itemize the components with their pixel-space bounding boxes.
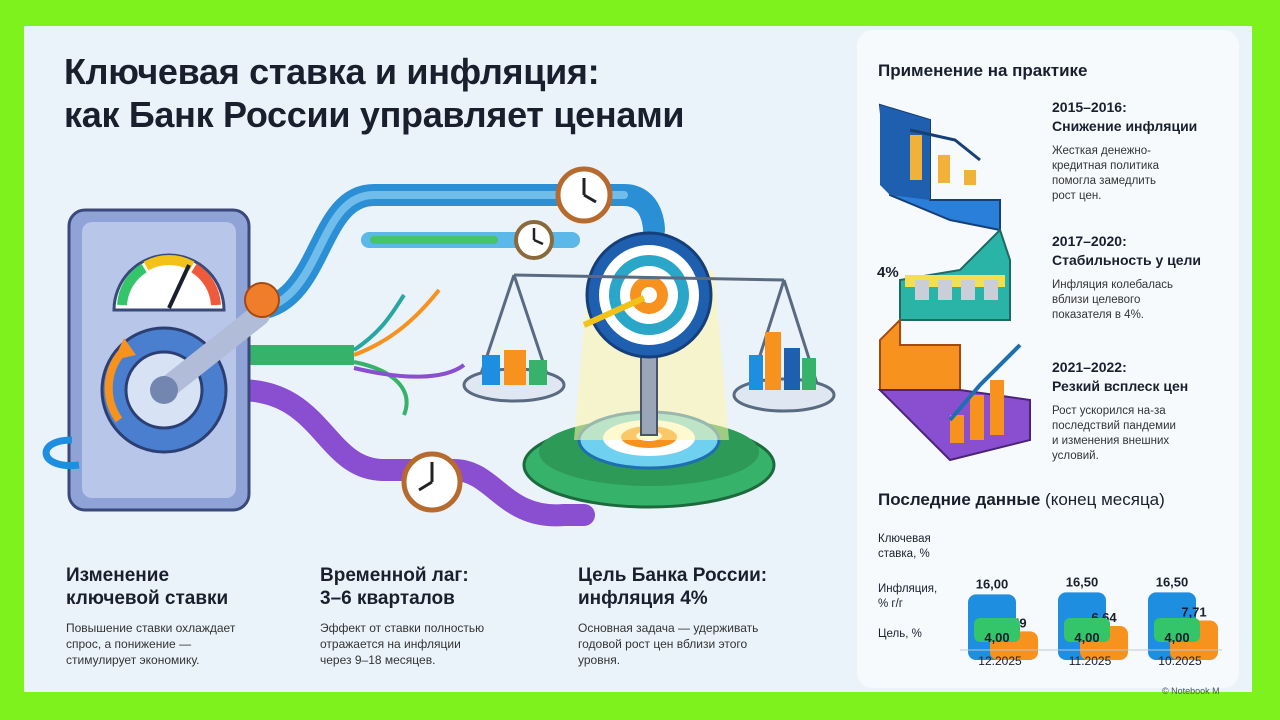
target-badge xyxy=(974,618,1020,642)
target-value-label: 4,00 xyxy=(1164,630,1189,645)
event-2017: 2017–2020: Стабильность у цели Инфляция … xyxy=(1052,232,1237,323)
clock-icon xyxy=(401,451,463,513)
target-badge xyxy=(1154,618,1200,642)
clock-icon xyxy=(514,220,554,260)
heading-line: 3–6 кварталов xyxy=(320,588,455,609)
target-icon xyxy=(582,231,713,359)
row-label-target: Цель, % xyxy=(878,628,922,640)
event-2015: 2015–2016: Снижение инфляции Жесткая ден… xyxy=(1052,98,1237,204)
caption-rate-change: Изменение ключевой ставки Повышение став… xyxy=(66,564,301,668)
heading-line: инфляция 4% xyxy=(578,588,708,609)
text-line: рост цен. xyxy=(1052,190,1102,202)
clock-icon xyxy=(555,166,613,224)
event-description: Жесткая денежно- кредитная политика помо… xyxy=(1052,144,1237,204)
event-years: 2015–2016: xyxy=(1052,99,1127,115)
caption-time-lag: Временной лаг: 3–6 кварталов Эффект от с… xyxy=(320,564,555,668)
event-description: Инфляция колебалась вблизи целевого пока… xyxy=(1052,278,1237,323)
heading-line: Временной лаг: xyxy=(320,565,469,586)
text-line: Повышение ставки охлаждает xyxy=(66,621,236,635)
heading-line: ключевой ставки xyxy=(66,588,229,609)
latest-data-chart: 16,005,594,0012.202516,506,644,0011.2025… xyxy=(960,574,1222,668)
text-line: Основная задача — удерживать xyxy=(578,621,759,635)
title-line-2: как Банк России управляет ценами xyxy=(64,94,685,135)
caption-heading: Цель Банка России: инфляция 4% xyxy=(578,564,813,610)
caption-text: Основная задача — удерживать годовой рос… xyxy=(578,620,813,668)
watermark: © Notebook M xyxy=(1162,686,1220,696)
caption-heading: Временной лаг: 3–6 кварталов xyxy=(320,564,555,610)
page-title: Ключевая ставка и инфляция: как Банк Рос… xyxy=(64,50,824,136)
text-line: стимулирует экономику. xyxy=(66,653,200,667)
inflation-value-label: 7,71 xyxy=(1181,604,1206,619)
policy-illustration xyxy=(42,166,836,527)
event-years: 2017–2020: xyxy=(1052,233,1127,249)
latest-title-main: Последние данные xyxy=(878,490,1041,509)
latest-title-sub: (конец месяца) xyxy=(1045,490,1165,509)
target-value-label: 4,00 xyxy=(1074,630,1099,645)
text-line: Эффект от ставки полностью xyxy=(320,621,485,635)
event-headline: Стабильность у цели xyxy=(1052,252,1202,268)
row-label-inflation: Инфляция, % г/г xyxy=(878,582,958,612)
target-badge xyxy=(1064,618,1110,642)
event-headline: Резкий всплеск цен xyxy=(1052,378,1189,394)
text-line: уровня. xyxy=(578,653,621,667)
text-line: показателя в 4%. xyxy=(1052,309,1144,321)
text-line: через 9–18 месяцев. xyxy=(320,653,436,667)
month-tick-label: 12.2025 xyxy=(978,654,1022,668)
rate-value-label: 16,50 xyxy=(1156,574,1189,589)
lever xyxy=(153,304,270,401)
latest-data-title: Последние данные (конец месяца) xyxy=(878,490,1165,510)
event-description: Рост ускорился на-за последствий пандеми… xyxy=(1052,404,1237,464)
heading-line: Цель Банка России: xyxy=(578,565,768,586)
target-value-label: 4,00 xyxy=(984,630,1009,645)
target-level-label: 4% xyxy=(877,264,899,281)
month-tick-label: 10.2025 xyxy=(1158,654,1202,668)
text-line: Рост ускорился на-за xyxy=(1052,405,1166,417)
text-line: ставка, % xyxy=(878,548,930,560)
event-years: 2021–2022: xyxy=(1052,359,1127,375)
text-line: годовой рост цен вблизи этого xyxy=(578,637,748,651)
row-label-rate: Ключевая ставка, % xyxy=(878,532,958,562)
caption-target: Цель Банка России: инфляция 4% Основная … xyxy=(578,564,813,668)
lever-knob xyxy=(244,282,280,318)
text-line: спрос, а понижение — xyxy=(66,637,192,651)
text-line: отражается на инфляции xyxy=(320,637,461,651)
purple-pipe xyxy=(228,379,595,527)
month-tick-label: 11.2025 xyxy=(1069,654,1112,668)
caption-heading: Изменение ключевой ставки xyxy=(66,564,301,610)
rate-value-label: 16,00 xyxy=(976,576,1009,591)
event-headline: Снижение инфляции xyxy=(1052,118,1198,134)
text-line: Ключевая xyxy=(878,533,931,545)
text-line: Инфляция колебалась xyxy=(1052,279,1174,291)
caption-text: Повышение ставки охлаждает спрос, а пони… xyxy=(66,620,301,668)
caption-text: Эффект от ставки полностью отражается на… xyxy=(320,620,555,668)
text-line: Жесткая денежно- xyxy=(1052,145,1151,157)
practice-title: Применение на практике xyxy=(878,61,1088,80)
text-line: Инфляция, xyxy=(878,583,938,595)
text-line: % г/г xyxy=(878,598,904,610)
text-line: помогла замедлить xyxy=(1052,175,1156,187)
text-line: вблизи целевого xyxy=(1052,294,1141,306)
text-line: последствий пандемии xyxy=(1052,420,1176,432)
text-line: кредитная политика xyxy=(1052,160,1160,172)
text-line: условий. xyxy=(1052,450,1099,462)
text-line: и изменения внешних xyxy=(1052,435,1170,447)
history-staircase xyxy=(877,103,1031,462)
event-2021: 2021–2022: Резкий всплеск цен Рост ускор… xyxy=(1052,358,1237,464)
heading-line: Изменение xyxy=(66,565,170,586)
title-line-1: Ключевая ставка и инфляция: xyxy=(64,51,600,92)
rate-value-label: 16,50 xyxy=(1066,574,1099,589)
